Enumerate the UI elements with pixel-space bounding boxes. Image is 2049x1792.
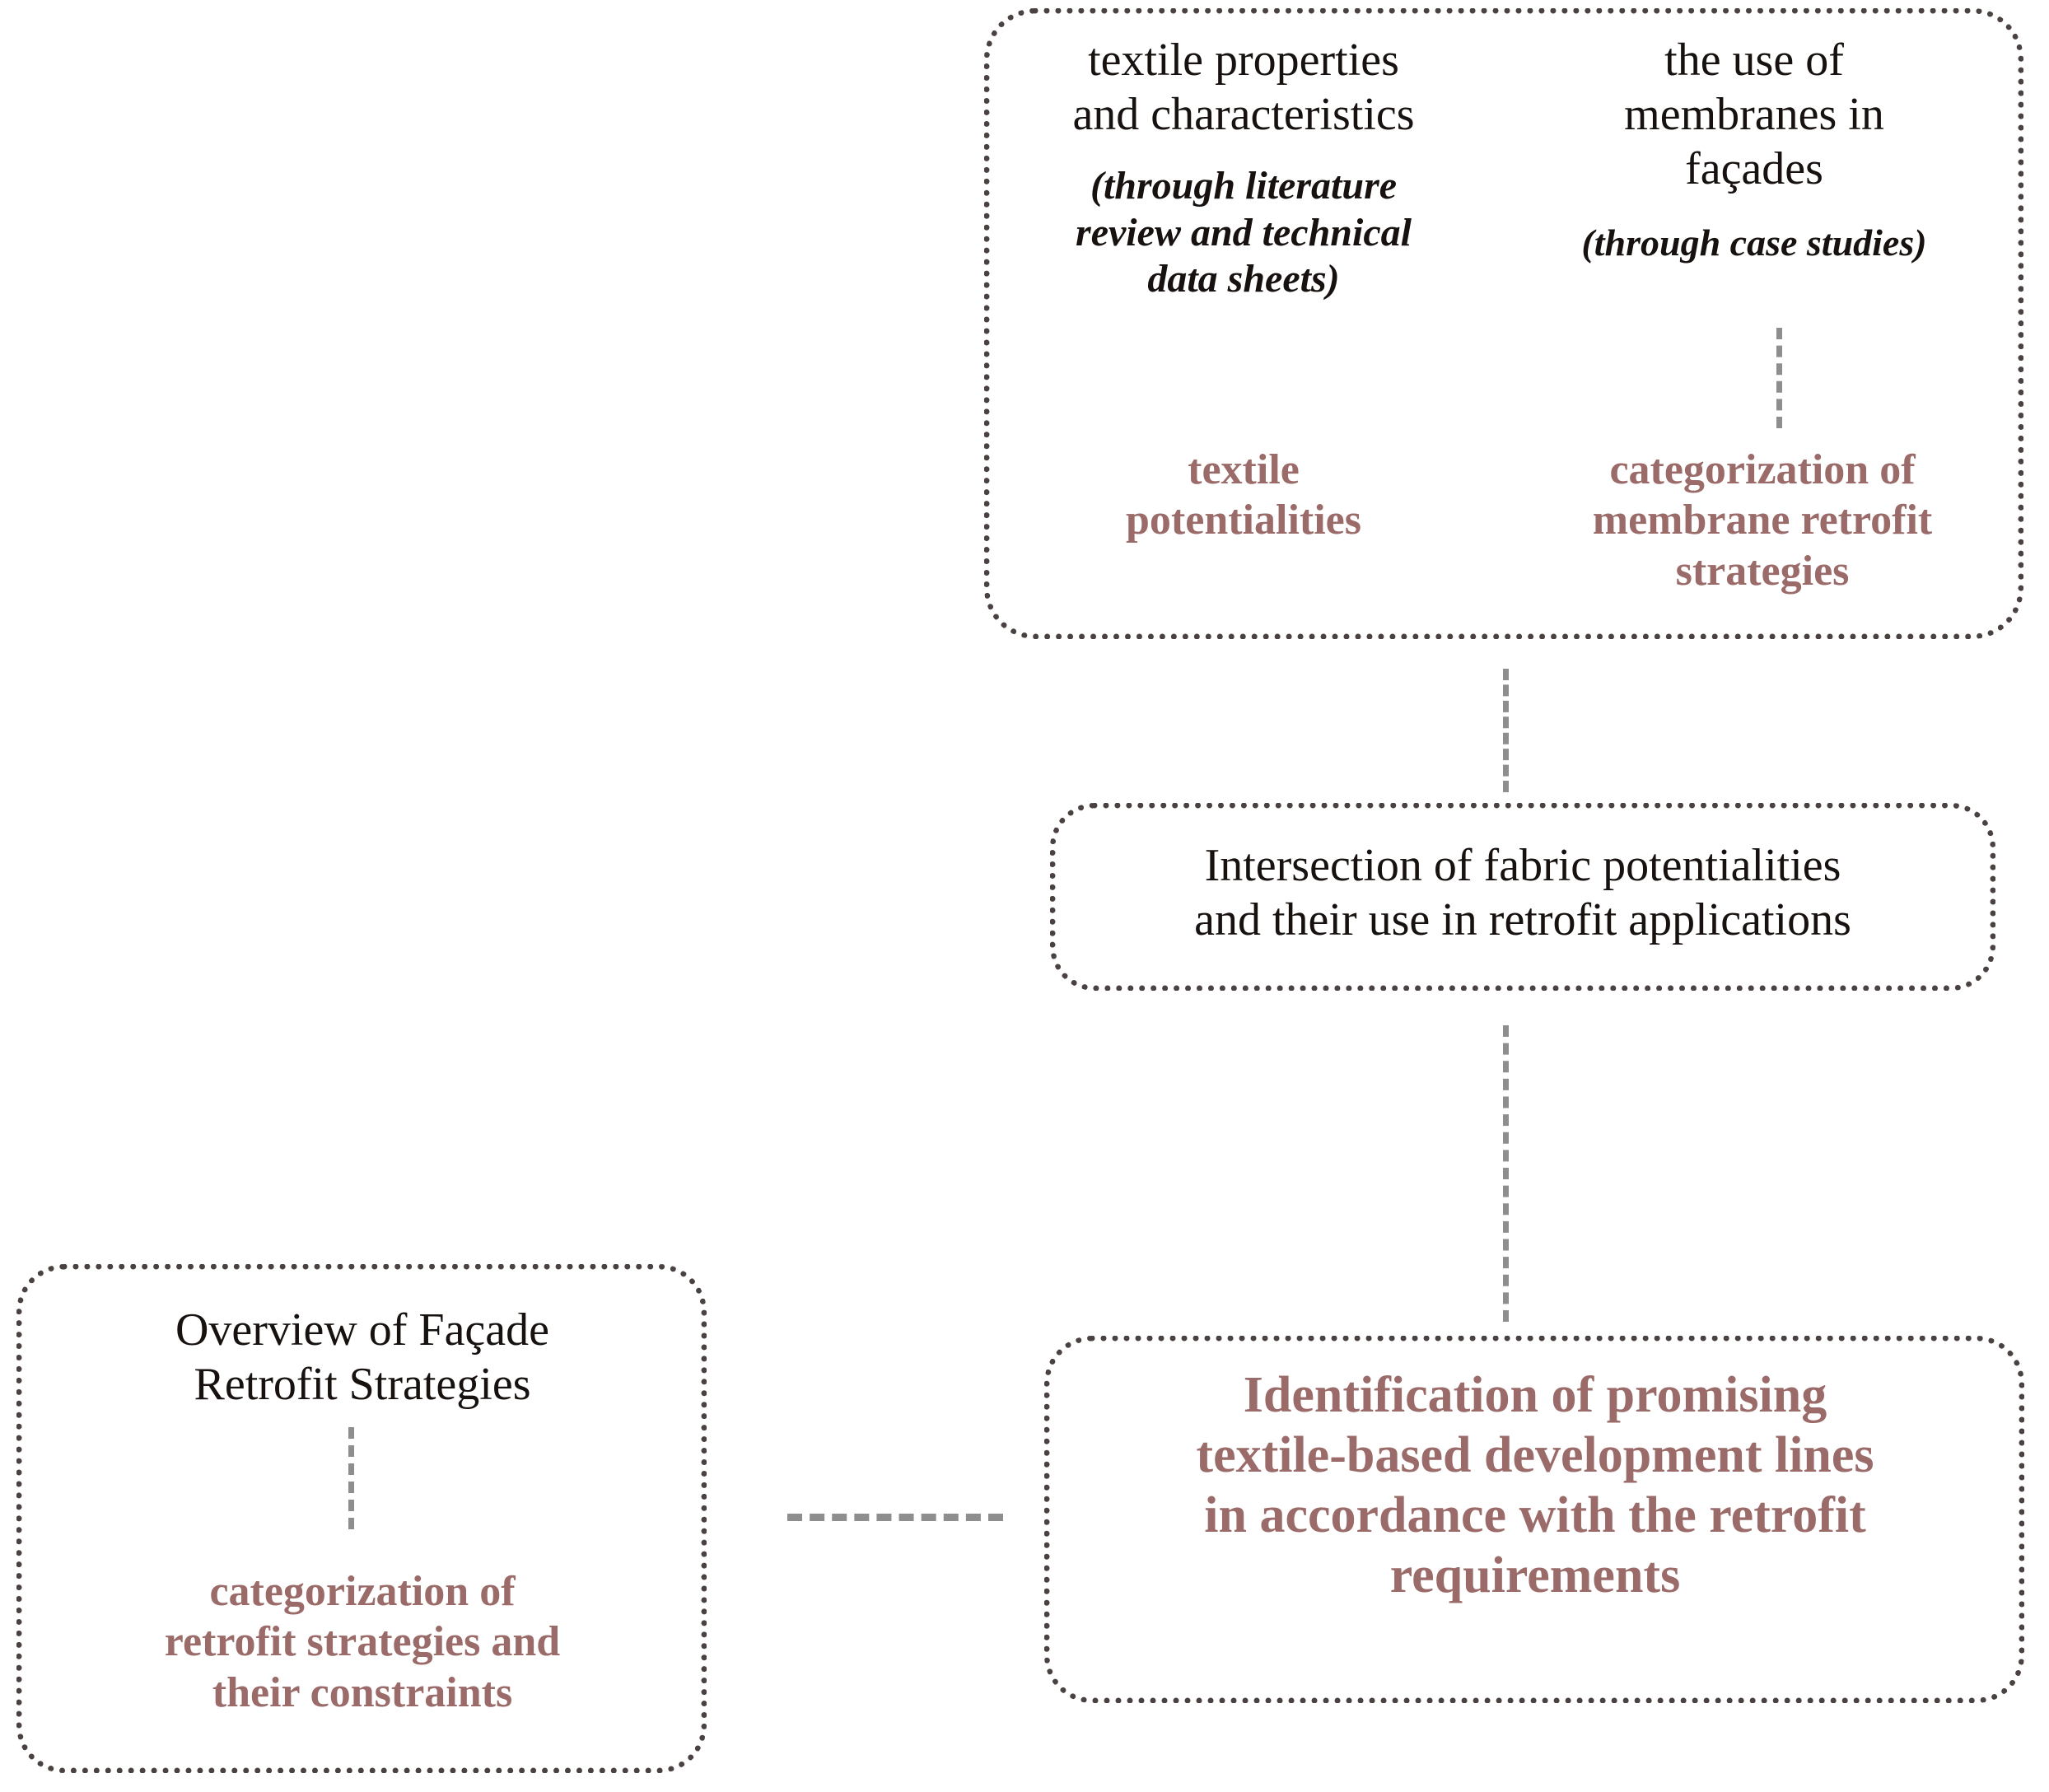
connector-overview-heading-to-outcome <box>348 1427 354 1529</box>
overview-box <box>16 1264 707 1773</box>
sources-box <box>984 8 2023 639</box>
connector-intersection-to-identification <box>1503 1025 1509 1322</box>
connector-identification-to-overview <box>787 1514 1003 1521</box>
intersection-text: Intersection of fabric potentialities an… <box>1194 840 1851 946</box>
connector-membrane-use-to-categorization <box>1776 328 1782 428</box>
identification-text: Identification of promising textile-base… <box>1196 1367 1874 1604</box>
connector-sources-to-intersection <box>1503 669 1509 792</box>
textile-properties-method: (through literature review and technical… <box>1076 164 1412 301</box>
textile-potentialities-outcome: textile potentialities <box>1126 446 1361 544</box>
textile-properties-heading: textile properties and characteristics <box>1072 35 1415 141</box>
overview-heading: Overview of Façade Retrofit Strategies <box>175 1304 549 1411</box>
membrane-use-method: (through case studies) <box>1581 222 1927 264</box>
membrane-retrofit-categorization-outcome: categorization of membrane retrofit stra… <box>1592 446 1933 595</box>
identification-box <box>1044 1336 2024 1703</box>
overview-outcome: categorization of retrofit strategies an… <box>164 1568 561 1716</box>
membrane-use-heading: the use of membranes in façades <box>1624 35 1884 195</box>
intersection-box <box>1050 803 1995 991</box>
